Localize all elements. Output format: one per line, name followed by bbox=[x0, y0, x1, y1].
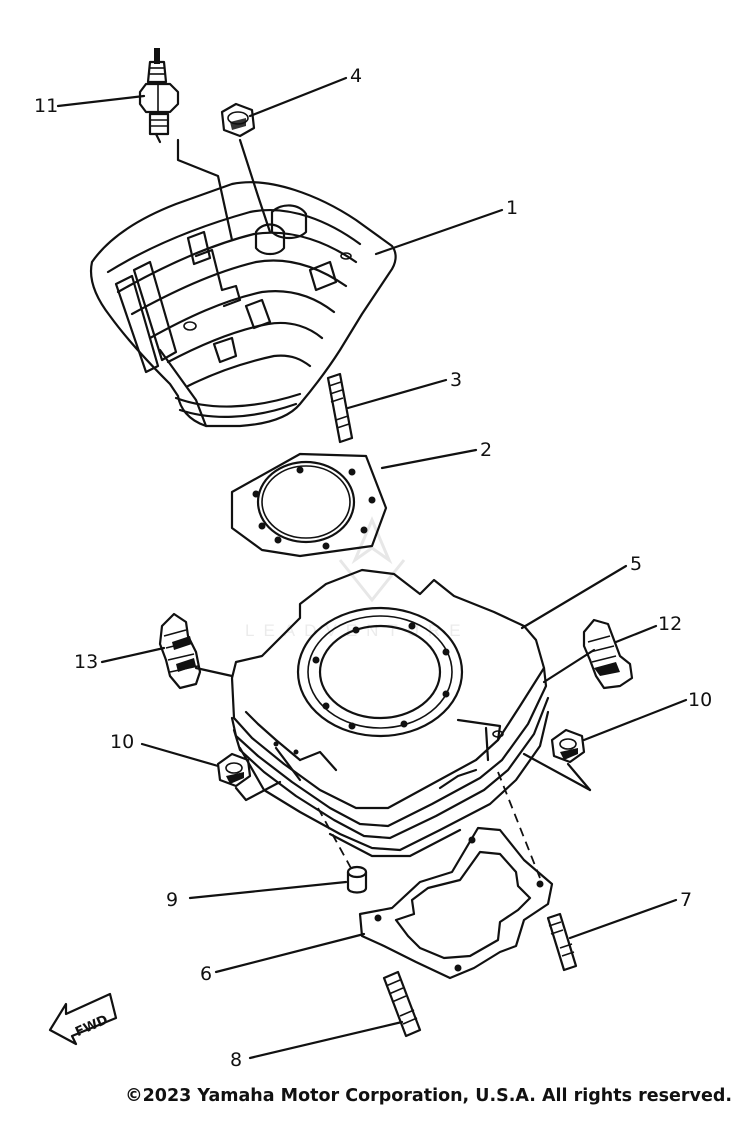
callout-9: 9 bbox=[166, 889, 178, 911]
nut-right bbox=[550, 728, 586, 764]
callout-10-left: 10 bbox=[110, 731, 134, 753]
leader-lines bbox=[56, 76, 688, 1060]
stud-bolt-right bbox=[546, 912, 578, 972]
head-gasket bbox=[230, 452, 388, 558]
callout-12: 12 bbox=[658, 613, 682, 635]
spark-plug bbox=[138, 48, 180, 144]
callout-3: 3 bbox=[450, 369, 462, 391]
callout-1: 1 bbox=[506, 197, 518, 219]
callout-11: 11 bbox=[34, 95, 58, 117]
fitting-elbow bbox=[582, 618, 634, 690]
callout-13: 13 bbox=[74, 651, 98, 673]
callout-8: 8 bbox=[230, 1049, 242, 1071]
copyright-notice: ©2023 Yamaha Motor Corporation, U.S.A. A… bbox=[125, 1086, 732, 1106]
callout-labels: 11 4 1 3 2 5 12 13 10 10 9 7 6 8 bbox=[34, 65, 712, 1071]
forward-arrow-icon: FWD bbox=[48, 992, 118, 1046]
fwd-label: FWD bbox=[73, 1012, 110, 1040]
base-gasket bbox=[358, 826, 554, 980]
callout-4: 4 bbox=[350, 65, 362, 87]
cap-nut bbox=[220, 102, 256, 138]
callout-7: 7 bbox=[680, 889, 692, 911]
nut-left bbox=[216, 752, 252, 788]
callout-5: 5 bbox=[630, 553, 642, 575]
callout-6: 6 bbox=[200, 963, 212, 985]
stud-bolt-left bbox=[158, 612, 202, 690]
dowel-pin bbox=[346, 865, 368, 894]
stud-bolt-bottom bbox=[382, 970, 422, 1038]
callout-2: 2 bbox=[480, 439, 492, 461]
callout-10-right: 10 bbox=[688, 689, 712, 711]
cylinder-head bbox=[89, 181, 397, 428]
stud-bolt-head bbox=[326, 372, 354, 444]
cylinder-body bbox=[230, 568, 550, 858]
